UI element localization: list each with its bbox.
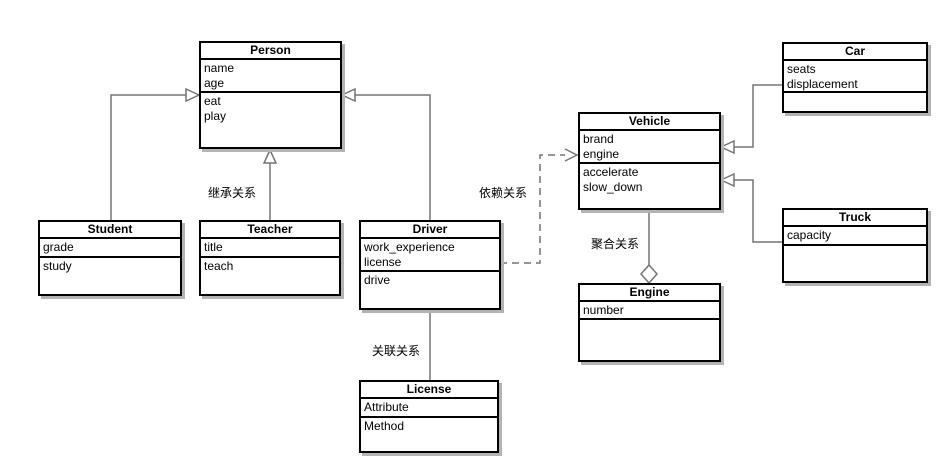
inheritance-arrow-icon (719, 172, 735, 188)
class-attributes: seats displacement (784, 61, 926, 93)
class-attributes: title (201, 239, 339, 258)
method: accelerate (583, 165, 639, 179)
class-vehicle[interactable]: Vehicle brand engine accelerate slow_dow… (578, 112, 721, 210)
class-methods: Method (361, 418, 497, 451)
inheritance-arrow-icon (262, 148, 278, 164)
connector-car-vehicle (734, 84, 782, 148)
class-teacher[interactable]: Teacher title teach (199, 220, 341, 296)
label-dependency: 依赖关系 (479, 186, 528, 200)
attribute: grade (43, 240, 74, 254)
class-attributes: work_experience license (361, 239, 499, 272)
method: study (43, 259, 72, 273)
connector-driver-person (355, 94, 431, 220)
attribute: displacement (787, 77, 858, 91)
method: eat (204, 94, 221, 108)
method: drive (364, 273, 391, 287)
class-car[interactable]: Car seats displacement (782, 42, 928, 113)
inheritance-arrow-icon (185, 87, 201, 103)
class-truck[interactable]: Truck capacity (782, 208, 928, 283)
attribute: work_experience (364, 240, 455, 254)
label-inheritance: 继承关系 (208, 186, 257, 200)
class-attributes: capacity (784, 227, 926, 246)
method: teach (204, 259, 234, 273)
class-methods: study (40, 258, 180, 294)
aggregation-diamond-icon (639, 263, 659, 285)
inheritance-arrow-icon (719, 139, 735, 155)
class-license[interactable]: License Attribute Method (359, 380, 499, 453)
label-association: 关联关系 (372, 344, 421, 358)
class-methods (784, 246, 926, 281)
inheritance-arrow-icon (340, 87, 356, 103)
class-title: Truck (784, 210, 926, 227)
attribute: seats (787, 62, 816, 76)
class-methods: drive (361, 272, 499, 308)
class-attributes: Attribute (361, 399, 497, 418)
class-student[interactable]: Student grade study (38, 220, 182, 296)
dependency-arrow-icon (564, 148, 579, 162)
class-methods (580, 320, 719, 360)
class-title: Teacher (201, 222, 339, 239)
method: play (204, 109, 227, 123)
label-aggregation: 聚合关系 (591, 237, 640, 251)
attribute: age (204, 76, 225, 90)
class-methods (784, 93, 926, 111)
class-methods: accelerate slow_down (580, 164, 719, 208)
attribute: brand (583, 132, 614, 146)
attribute: name (204, 61, 235, 75)
class-attributes: number (580, 302, 719, 320)
class-methods: eat play (201, 93, 340, 147)
attribute: capacity (787, 228, 832, 242)
method: Method (364, 419, 405, 433)
class-title: Person (201, 43, 340, 60)
class-title: Driver (361, 222, 499, 239)
attribute: number (583, 303, 624, 317)
connector-driver-vehicle (500, 154, 565, 264)
class-title: Car (784, 44, 926, 61)
attribute: engine (583, 147, 620, 161)
connector-truck-vehicle (734, 179, 782, 243)
attribute: title (204, 240, 223, 254)
class-attributes: grade (40, 239, 180, 258)
class-driver[interactable]: Driver work_experience license drive (359, 220, 501, 310)
class-title: Vehicle (580, 114, 719, 131)
connector-student-person (110, 94, 186, 220)
class-attributes: brand engine (580, 131, 719, 164)
class-title: Student (40, 222, 180, 239)
class-attributes: name age (201, 60, 340, 93)
class-methods: teach (201, 258, 339, 294)
class-person[interactable]: Person name age eat play (199, 41, 342, 149)
method: slow_down (583, 180, 643, 194)
attribute: Attribute (364, 400, 409, 414)
class-engine[interactable]: Engine number (578, 283, 721, 362)
class-title: License (361, 382, 497, 399)
attribute: license (364, 255, 402, 269)
class-title: Engine (580, 285, 719, 302)
